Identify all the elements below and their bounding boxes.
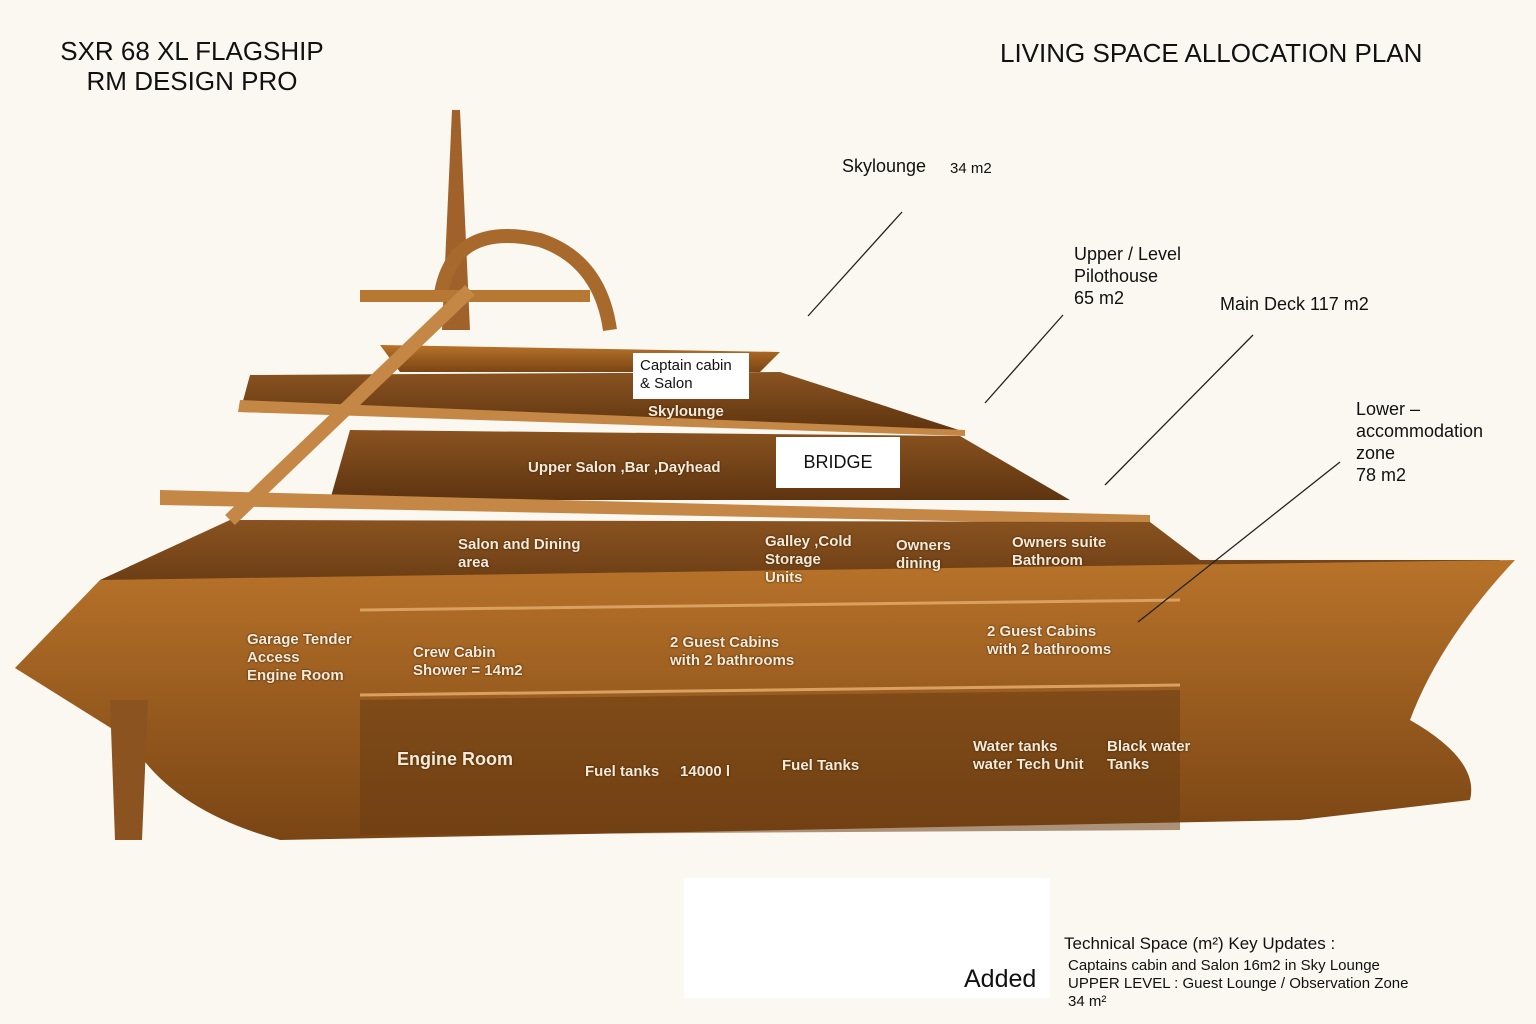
label-text: Salon and Dining	[458, 536, 581, 553]
callout-area: 78 m2	[1356, 465, 1407, 485]
callout-text: Lower –	[1356, 399, 1421, 419]
callout-upper-level: Upper / Level Pilothouse 65 m2	[1074, 243, 1181, 309]
label-text: Captain cabin	[640, 357, 732, 374]
callout-main-deck: Main Deck 117 m2	[1220, 294, 1369, 314]
label-text: Owners suite	[1012, 534, 1107, 551]
fuel-tanks-2-label: Fuel Tanks	[782, 757, 860, 774]
label-text: & Salon	[640, 375, 693, 392]
fuel-tanks-label: Fuel tanks 14000 l	[585, 763, 731, 780]
label-text: Galley ,Cold	[765, 533, 852, 550]
label-text: 2 Guest Cabins	[670, 634, 780, 651]
label-text: with 2 bathrooms	[987, 641, 1112, 658]
label-text: Garage Tender	[247, 631, 352, 648]
note-item: Captains cabin and Salon 16m2 in Sky Lou…	[1068, 957, 1380, 974]
notes-heading: Technical Space (m²) Key Updates :	[1064, 934, 1336, 953]
plan-title: LIVING SPACE ALLOCATION PLAN	[1000, 38, 1423, 68]
added-label: Added	[964, 965, 1037, 993]
callout-skylounge-area: 34 m2	[950, 160, 992, 177]
skylounge-deck-label: Skylounge	[648, 403, 724, 420]
label-text: Storage	[765, 551, 821, 568]
title-block: SXR 68 XL FLAGSHIP RM DESIGN PRO	[56, 36, 328, 96]
callout-area: 65 m2	[1074, 288, 1125, 308]
callout-lower-zone: Lower – accommodation zone 78 m2	[1356, 398, 1483, 486]
label-text: Black water	[1107, 738, 1191, 755]
label-text: Bathroom	[1012, 552, 1083, 569]
label-text: area	[458, 554, 489, 571]
leader-lines	[807, 211, 1341, 623]
mast	[360, 110, 617, 332]
label-text: Access	[247, 649, 300, 666]
sky-deck	[238, 345, 965, 436]
engine-room-label: Engine Room	[397, 749, 513, 769]
note-item: UPPER LEVEL : Guest Lounge / Observation…	[1068, 975, 1409, 992]
note-item: 34 m²	[1068, 993, 1107, 1010]
callout-skylounge: Skylounge	[842, 156, 927, 176]
label-text: Units	[765, 569, 803, 586]
label-text: Tanks	[1107, 756, 1150, 773]
label-text: Engine Room	[247, 667, 344, 684]
label-text: Water tanks	[973, 738, 1058, 755]
label-text: Crew Cabin	[413, 644, 496, 661]
notes-list: Captains cabin and Salon 16m2 in Sky Lou…	[1068, 957, 1408, 1011]
label-text: water Tech Unit	[973, 756, 1084, 773]
model-title: SXR 68 XL FLAGSHIP	[60, 36, 324, 66]
blank-panel	[684, 878, 1050, 998]
label-text: 2 Guest Cabins	[987, 623, 1097, 640]
designer-title: RM DESIGN PRO	[86, 66, 298, 96]
hull	[15, 284, 1515, 840]
callout-text: accommodation	[1356, 421, 1484, 441]
label-text: Shower = 14m2	[413, 662, 523, 679]
upper-salon-label: Upper Salon ,Bar ,Dayhead	[528, 459, 721, 476]
callout-text: Pilothouse	[1074, 266, 1159, 286]
label-text: Owners	[896, 537, 952, 554]
label-text: dining	[896, 555, 941, 572]
label-text: with 2 bathrooms	[670, 652, 795, 669]
captain-cabin-label: Captain cabin & Salon	[633, 353, 749, 399]
callout-text: zone	[1356, 443, 1396, 463]
callout-text: Upper / Level	[1074, 244, 1182, 264]
bridge-label: BRIDGE	[776, 437, 900, 488]
